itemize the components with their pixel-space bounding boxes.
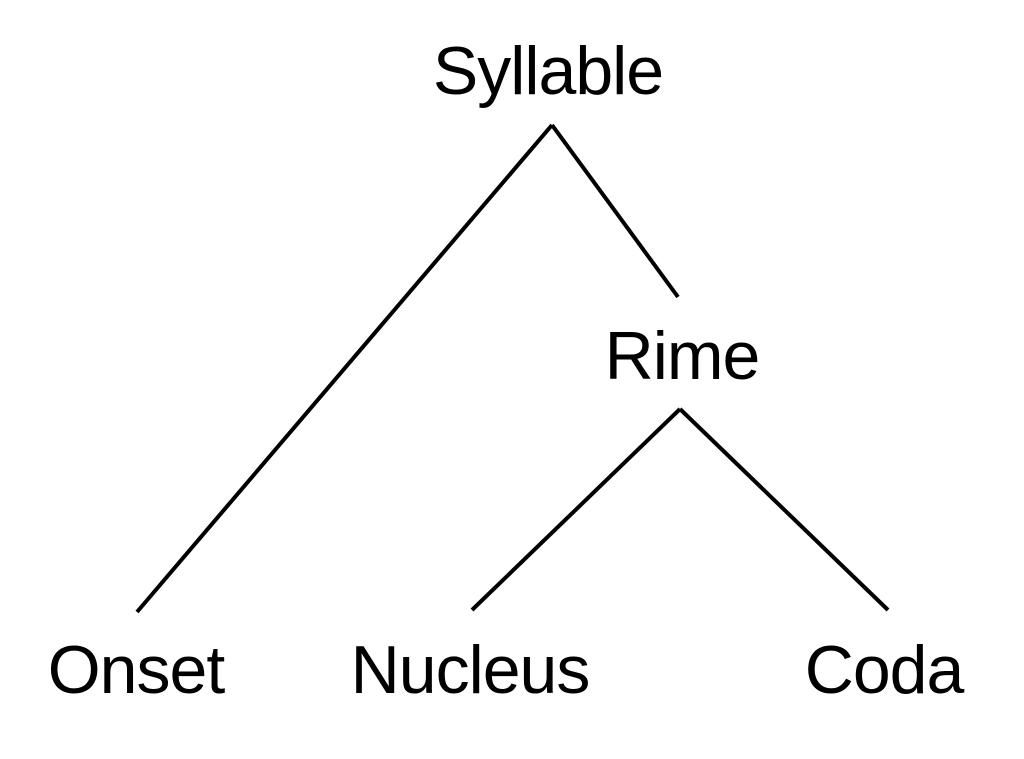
edge-rime-nucleus <box>470 407 682 612</box>
node-syllable: Syllable <box>432 33 664 109</box>
node-rime: Rime <box>604 318 761 394</box>
node-onset: Onset <box>47 632 225 708</box>
node-coda: Coda <box>804 632 965 708</box>
edge-syllable-onset <box>135 123 554 614</box>
node-nucleus: Nucleus <box>350 632 591 708</box>
edge-rime-coda <box>678 407 890 612</box>
edge-syllable-rime <box>550 123 680 299</box>
